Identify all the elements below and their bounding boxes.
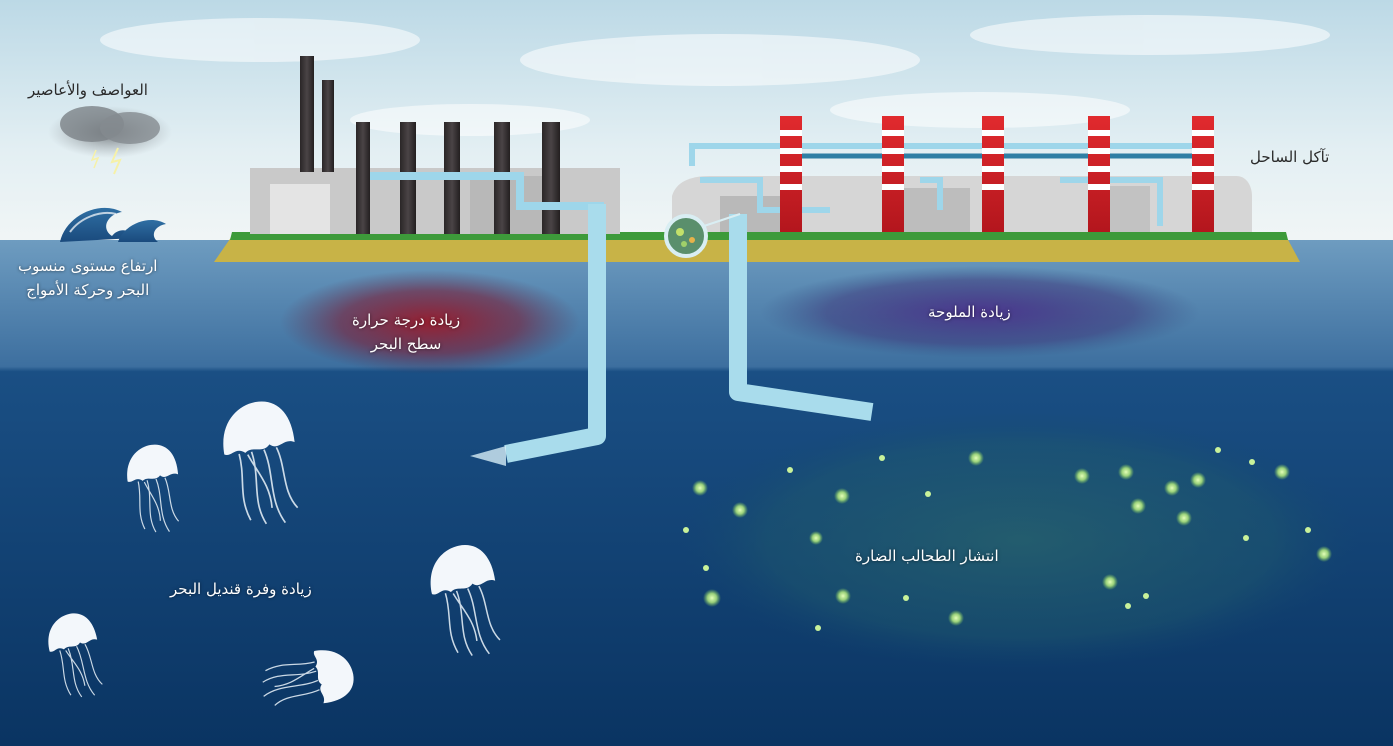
sea-surface-heat-zone — [280, 270, 580, 374]
algae-magnifier-icon — [664, 213, 741, 258]
coastline — [214, 232, 1300, 262]
outfall-pipe — [470, 204, 606, 466]
label-salinity: زيادة الملوحة — [928, 303, 1011, 321]
algae-bloom-zone — [680, 410, 1360, 670]
label-sea-level-line-1: ارتفاع مستوى منسوب — [18, 257, 158, 275]
label-sea-level-rise: ارتفاع مستوى منسوب البحر وحركة الأمواج — [18, 254, 157, 302]
label-sea-surface-temperature: زيادة درجة حرارة سطح البحر — [352, 308, 460, 356]
desalination-plant-icon — [672, 116, 1252, 232]
label-sst-line-2: سطح البحر — [370, 335, 442, 353]
label-storms: العواصف والأعاصير — [28, 81, 148, 99]
factory-chimney-icon — [250, 56, 620, 238]
algae-spots — [683, 447, 1332, 631]
salinity-zone — [760, 266, 1200, 358]
label-sst-line-1: زيادة درجة حرارة — [352, 311, 461, 329]
label-jellyfish: زيادة وفرة قنديل البحر — [170, 580, 312, 598]
label-sea-level-line-2: البحر وحركة الأمواج — [26, 281, 150, 299]
label-coastal-erosion: تآكل الساحل — [1250, 148, 1330, 166]
intake-pipe — [729, 214, 874, 421]
clouds — [100, 15, 1330, 136]
label-harmful-algae: انتشار الطحالب الضارة — [855, 547, 999, 565]
storm-cloud-icon — [48, 106, 172, 175]
wave-icon — [60, 207, 166, 242]
